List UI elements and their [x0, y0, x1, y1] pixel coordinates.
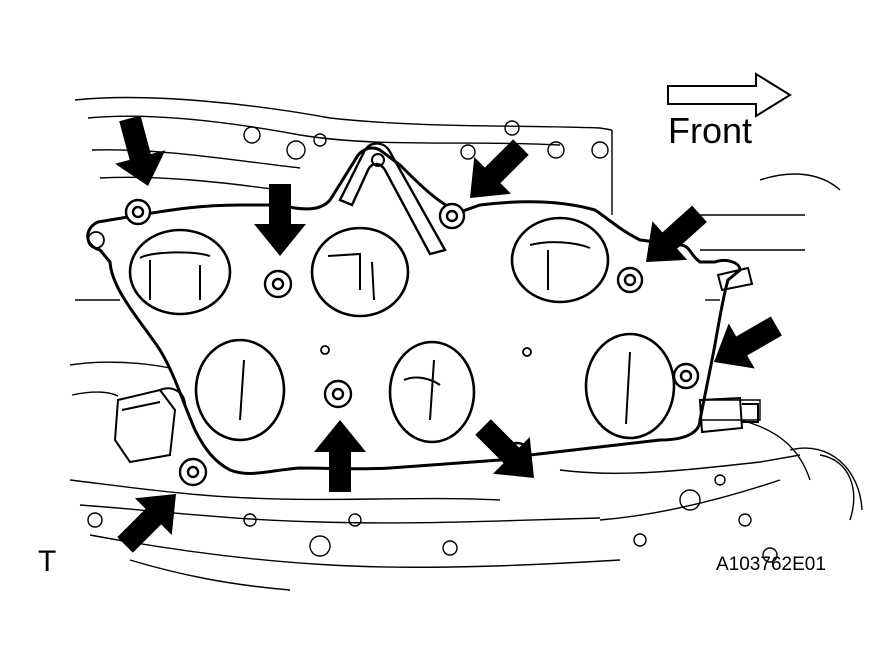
port-lower-3	[584, 332, 676, 440]
front-direction-arrow	[667, 72, 792, 118]
bolt-5	[672, 362, 700, 390]
arrow-bolt-7	[475, 419, 534, 478]
arrow-bolt-2	[254, 184, 306, 256]
front-label: Front	[668, 110, 753, 151]
indicator-arrows	[115, 115, 782, 553]
bolt-2	[263, 269, 293, 299]
upper-ports	[128, 216, 610, 318]
arrow-bolt-6	[314, 420, 366, 492]
arrow-bolt-4	[646, 205, 707, 262]
lower-ports	[194, 332, 676, 444]
port-upper-1	[128, 228, 232, 316]
corner-mark: T	[38, 545, 57, 578]
bolt-3	[438, 202, 466, 230]
dowel-marks	[87, 231, 532, 357]
arrow-bolt-5	[714, 316, 782, 369]
figure-id: A103762E01	[716, 554, 826, 575]
gasket-outline	[86, 146, 742, 475]
arrow-bolt-3	[470, 139, 529, 198]
left-fitting	[113, 387, 186, 464]
runner-details	[139, 241, 631, 425]
arrow-bolt-1	[115, 115, 166, 186]
center-bracket	[338, 142, 447, 256]
port-upper-2	[310, 226, 410, 318]
port-lower-2	[388, 340, 476, 444]
bracket-hole	[371, 153, 385, 167]
bolt-1	[124, 198, 152, 226]
port-upper-3	[510, 216, 610, 304]
bolt-8	[178, 457, 208, 487]
arrow-bolt-8	[117, 494, 176, 553]
bolt-6	[323, 379, 353, 409]
engine-background-lines	[69, 96, 863, 591]
background-bosses	[87, 120, 778, 563]
bolt-4	[616, 266, 644, 294]
bolts	[124, 198, 700, 487]
port-lower-1	[194, 338, 286, 442]
